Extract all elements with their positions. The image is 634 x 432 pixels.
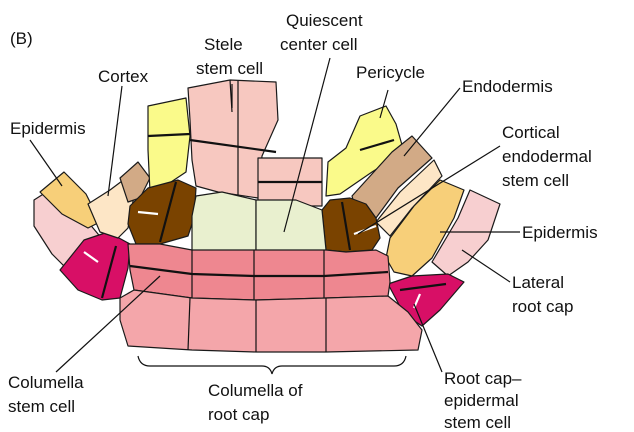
columella-stem-cell-row (128, 244, 390, 300)
quiescent-label-line1: Quiescent (286, 11, 363, 30)
epidermis-right-label: Epidermis (522, 223, 598, 242)
quiescent-center-cell-left (192, 192, 256, 252)
stele-label-line2: stem cell (196, 59, 263, 78)
cortical-label-line1: Cortical (502, 123, 560, 142)
cortex-label: Cortex (98, 67, 149, 86)
panel-label: (B) (10, 29, 33, 48)
leader-epidermis-left (30, 140, 62, 186)
root-cap-epidermal-label-line3: stem cell (444, 413, 511, 432)
pericycle-label: Pericycle (356, 63, 425, 82)
lateral-root-cap-label-line2: root cap (512, 297, 573, 316)
epidermis-left-label: Epidermis (10, 119, 86, 138)
columella-stem-label-line2: stem cell (8, 397, 75, 416)
columella-root-cap (120, 290, 422, 352)
columella-cap-label-line2: root cap (208, 405, 269, 424)
lateral-root-cap-label-line1: Lateral (512, 273, 564, 292)
quiescent-label-line2: center cell (280, 35, 357, 54)
columella-cap-label-line1: Columella of (208, 381, 303, 400)
columella-stem-label-line1: Columella (8, 373, 84, 392)
cortical-label-line3: stem cell (502, 171, 569, 190)
root-cap-epidermal-label-line2: epidermal (444, 391, 519, 410)
leader-endodermis (404, 88, 460, 156)
pericycle-left-cell (148, 98, 190, 192)
cortical-label-line2: endodermal (502, 147, 592, 166)
columella-brace (138, 356, 406, 374)
endodermis-label: Endodermis (462, 77, 553, 96)
stele-label-line1: Stele (204, 35, 243, 54)
leader-lateral (462, 250, 510, 282)
root-cap-epidermal-label-line1: Root cap– (444, 369, 522, 388)
